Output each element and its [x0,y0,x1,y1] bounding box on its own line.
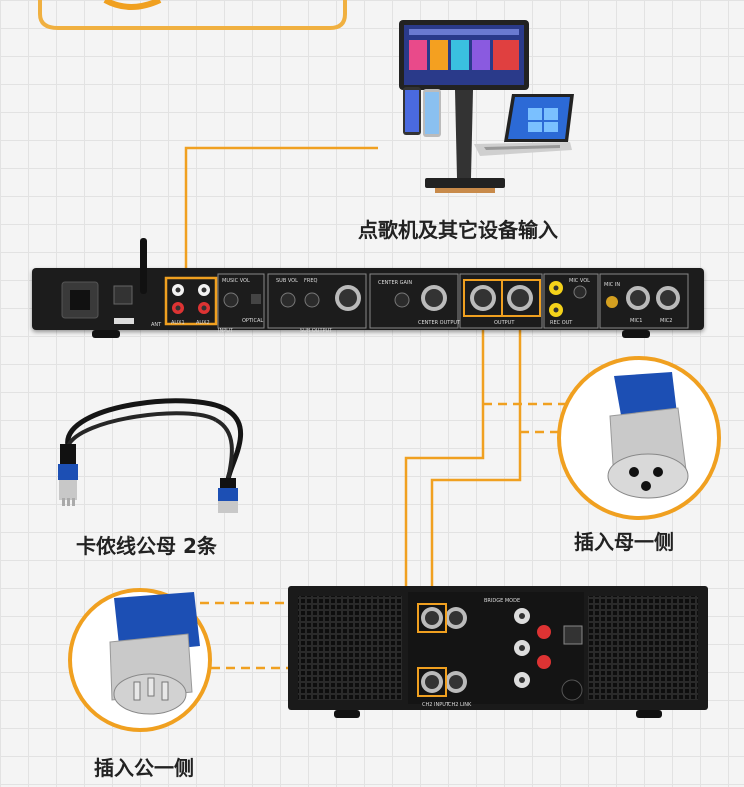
music-vol-text: MUSIC VOL [222,278,250,284]
ch2-input-text: CH2 INPUT [422,702,450,708]
optical-text: OPTICAL [242,318,263,324]
ant-text: ANT [151,322,162,328]
aux2-text: AUX2 [196,320,210,326]
karaoke-jukebox-illustration [399,20,529,193]
mic1-text: MIC1 [630,318,642,324]
center-output-text: CENTER OUTPUT [418,320,461,326]
female-connector-callout [557,356,721,520]
mic-in-text: MIC IN [604,282,620,288]
mic2-text: MIC2 [660,318,672,324]
laptop-illustration [474,94,574,156]
input-text: INPUT [218,328,234,334]
male-connector-callout [68,588,212,732]
top-banner-arc [38,0,347,30]
bridge-mode-text: BRIDGE MODE [484,598,520,604]
aux1-text: AUX1 [171,320,185,326]
center-gain-text: CENTER GAIN [378,280,412,286]
source-devices-label: 点歌机及其它设备输入 [358,218,558,242]
amplifier-rear-panel: CH2 INPUT CH2 LINK BRIDGE MODE [298,592,698,718]
sub-output-text: SUB OUTPUT [300,328,333,334]
rec-out-text: REC OUT [550,320,573,326]
smartphone-illustration [403,87,441,137]
xlr-cable-illustration [58,398,244,513]
female-side-label: 插入母一侧 [574,530,674,554]
male-side-label: 插入公一侧 [94,756,194,780]
processor-rear-panel: ANT AUX1 AUX2 INPUT MUSIC VOL OPTICAL SU… [61,238,689,338]
cable-label: 卡侬线公母 2条 [76,534,217,558]
freq-text: FREQ [304,278,318,284]
sub-vol-text: SUB VOL [276,278,298,284]
mic-vol-text: MIC VOL [569,278,590,284]
output-text: OUTPUT [494,320,515,326]
ch2-link-text: CH2 LINK [448,702,472,708]
